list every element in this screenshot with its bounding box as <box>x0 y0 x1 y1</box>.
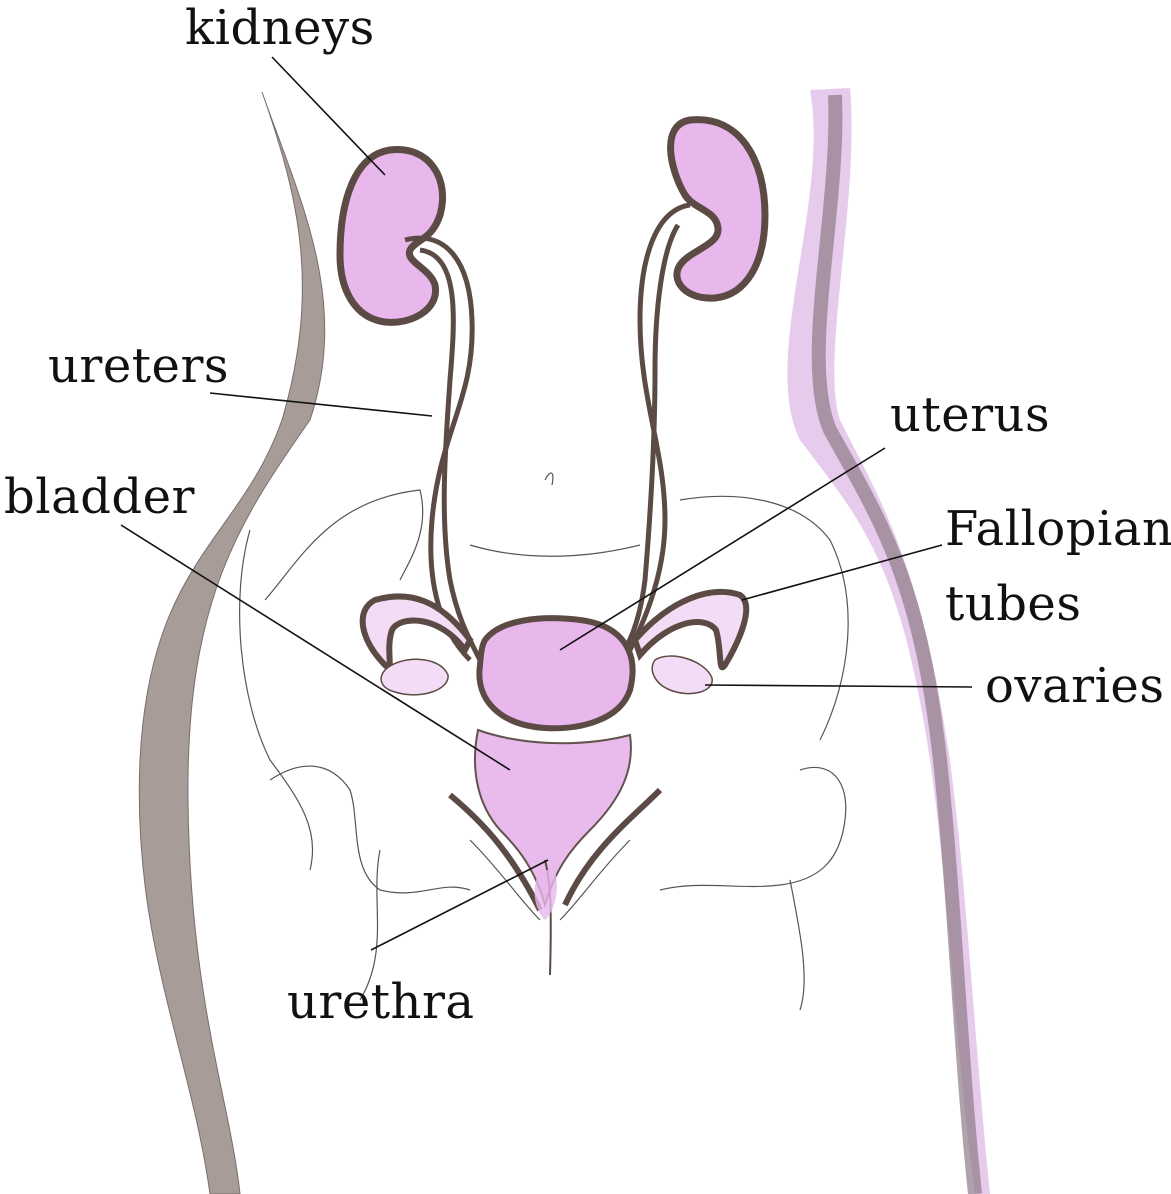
left-kidney <box>340 150 443 323</box>
urethra-fill <box>535 870 557 920</box>
urethra-leader <box>371 860 548 950</box>
right-femur-head <box>660 767 846 890</box>
label-uterus: uterus <box>890 391 1050 439</box>
kidneys-shapes <box>340 120 765 323</box>
label-ureters: ureters <box>48 342 229 390</box>
right-femur-shaft <box>790 880 804 1010</box>
label-fallopian-line2: tubes <box>945 580 1081 628</box>
sacrum-top <box>470 545 640 556</box>
ureters-leader <box>210 393 432 416</box>
left-fallopian-tube <box>363 596 470 667</box>
label-urethra: urethra <box>287 978 475 1026</box>
left-ovary <box>381 659 448 695</box>
pelvis-sketch <box>240 473 849 1010</box>
uterus-body <box>479 618 632 728</box>
label-kidneys: kidneys <box>185 4 375 52</box>
label-bladder: bladder <box>4 473 195 521</box>
left-hip-line <box>240 530 313 870</box>
kidneys-leader <box>272 57 385 175</box>
right-ureter-inner <box>615 225 678 665</box>
navel-mark <box>545 473 553 485</box>
left-femur-head <box>270 766 470 893</box>
left-iliac-line <box>265 490 423 600</box>
uterus-shape <box>479 618 632 728</box>
label-fallopian-line1: Fallopian <box>945 505 1171 553</box>
right-ovary <box>652 656 712 694</box>
label-ovaries: ovaries <box>985 662 1164 710</box>
right-kidney <box>671 120 765 299</box>
